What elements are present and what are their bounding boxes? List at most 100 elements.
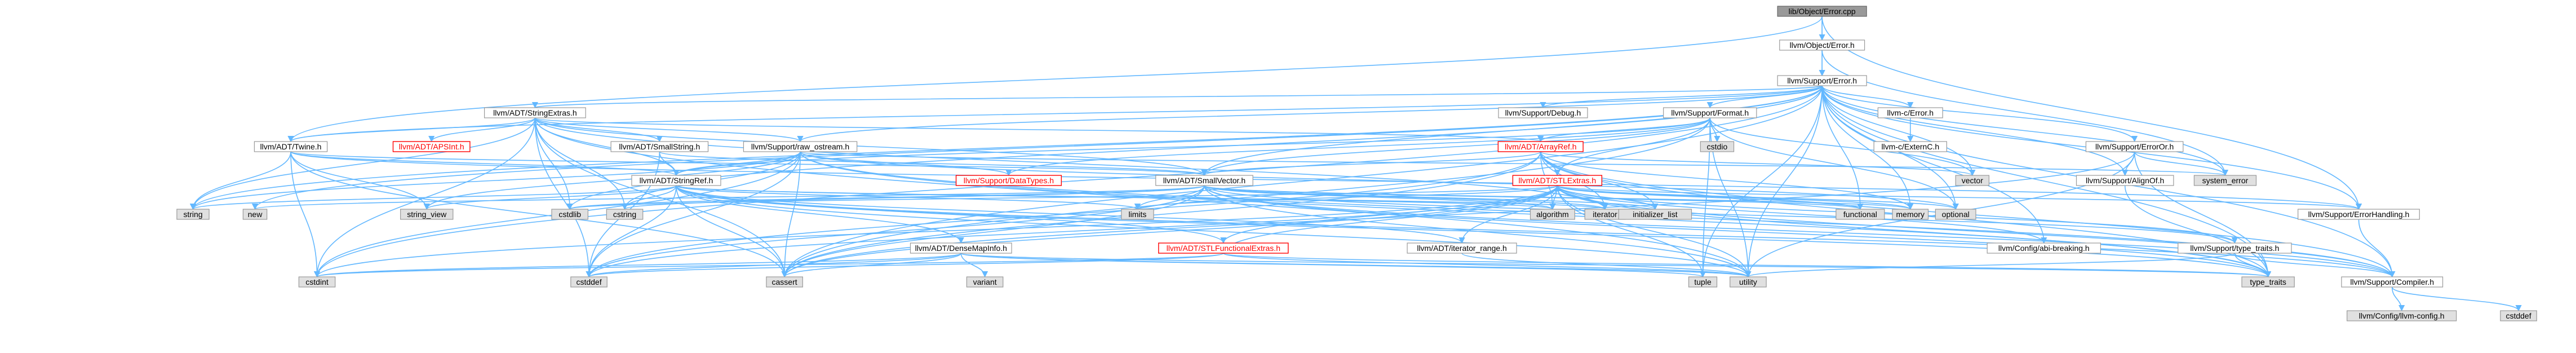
edge-stringref-to-cassert (676, 185, 788, 278)
graph-node-stlfunc[interactable]: llvm/ADT/STLFunctionalExtras.h (1158, 242, 1289, 254)
edge-twine-to-stringview (290, 151, 430, 210)
graph-node-functional[interactable]: functional (1835, 209, 1885, 220)
graph-node-typetraits[interactable]: type_traits (2241, 276, 2295, 288)
graph-node-debug[interactable]: llvm/Support/Debug.h (1498, 107, 1588, 118)
graph-node-limits[interactable]: limits (1121, 209, 1154, 220)
graph-node-stringref[interactable]: llvm/ADT/StringRef.h (631, 175, 721, 186)
graph-node-systemerror[interactable]: system_error (2193, 175, 2257, 186)
edge-superr-to-stringextras (532, 85, 1823, 109)
graph-node-erroror[interactable]: llvm/Support/ErrorOr.h (2085, 141, 2184, 152)
edge-format-to-stringref (673, 117, 1711, 177)
node-box (400, 209, 454, 220)
edge-format-to-smallvector (1201, 117, 1711, 177)
graph-node-new[interactable]: new (242, 209, 268, 220)
graph-node-cstdlib[interactable]: cstdlib (551, 209, 588, 220)
graph-node-optional[interactable]: optional (1935, 209, 1976, 220)
graph-node-arrayref[interactable]: llvm/ADT/ArrayRef.h (1497, 141, 1584, 152)
node-box (1688, 276, 1718, 288)
graph-node-memory[interactable]: memory (1892, 209, 1929, 220)
graph-node-format[interactable]: llvm/Support/Format.h (1663, 107, 1757, 118)
graph-node-datatypes[interactable]: llvm/Support/DataTypes.h (955, 175, 1062, 186)
node-label: memory (1896, 210, 1925, 219)
graph-node-iterrange[interactable]: llvm/ADT/iterator_range.h (1407, 242, 1517, 254)
graph-node-root[interactable]: lib/Object/Error.cpp (1777, 6, 1867, 17)
graph-node-cexternc[interactable]: llvm-c/ExternC.h (1873, 141, 1947, 152)
edge-stringref-to-utility (676, 185, 1752, 278)
node-label: cassert (772, 277, 797, 286)
edge-smallvector-to-cstddef (586, 185, 1205, 278)
edge-twine-to-cassert (290, 151, 788, 278)
node-label: llvm/Support/ErrorOr.h (2095, 142, 2174, 151)
graph-node-twine[interactable]: llvm/ADT/Twine.h (254, 141, 328, 152)
graph-node-cstdint[interactable]: cstdint (298, 276, 336, 288)
edge-densemapinfo-to-cstdint (314, 253, 962, 278)
graph-node-compiler[interactable]: llvm/Support/Compiler.h (2341, 276, 2444, 288)
node-box (1618, 209, 1692, 220)
edge-densemapinfo-to-cassert (781, 253, 962, 278)
node-box (1935, 209, 1976, 220)
node-label: llvm/Config/abi-breaking.h (1998, 244, 2090, 253)
edge-superr-to-erroror (1821, 85, 2138, 143)
node-box (298, 276, 336, 288)
graph-node-objerr[interactable]: llvm/Object/Error.h (1779, 39, 1865, 51)
node-box (1497, 141, 1584, 152)
edge-superr-to-rawostream (797, 85, 1823, 143)
graph-node-superr[interactable]: llvm/Support/Error.h (1777, 75, 1867, 86)
node-box (2241, 276, 2295, 288)
node-box (766, 276, 803, 288)
graph-node-typetraitsh[interactable]: llvm/Support/type_traits.h (2178, 242, 2292, 254)
graph-node-cstdio[interactable]: cstdio (1700, 141, 1735, 152)
graph-node-variant[interactable]: variant (966, 276, 1004, 288)
node-box (570, 276, 608, 288)
graph-node-cassert[interactable]: cassert (766, 276, 803, 288)
graph-node-initlist[interactable]: initializer_list (1618, 209, 1692, 220)
graph-node-cstddefc[interactable]: cstddef (2500, 310, 2537, 321)
node-label: llvm-c/ExternC.h (1881, 142, 1939, 151)
edge-twine-to-cstdint (290, 151, 321, 278)
edge-stlextras-to-cfgbreak (1557, 185, 2047, 244)
graph-node-cstring[interactable]: cstring (606, 209, 644, 220)
node-label: llvm/Support/AlignOf.h (2086, 176, 2164, 185)
graph-node-iterator[interactable]: iterator (1584, 209, 1626, 220)
node-label: llvm/Support/ErrorHandling.h (2308, 210, 2410, 219)
node-label: cstddef (2506, 311, 2531, 320)
node-label: llvm/ADT/iterator_range.h (1417, 244, 1507, 253)
node-label: llvm/ADT/STLFunctionalExtras.h (1167, 244, 1280, 253)
node-box (631, 175, 721, 186)
edge-stlextras-to-iterrange (1458, 185, 1558, 244)
node-label: optional (1942, 210, 1970, 219)
node-label: type_traits (2250, 277, 2286, 286)
edge-stlfunc-to-cstdint (314, 253, 1224, 278)
graph-node-rawostream[interactable]: llvm/Support/raw_ostream.h (743, 141, 858, 152)
node-box (1700, 141, 1735, 152)
edge-stringref-to-compiler (676, 185, 2395, 278)
node-label: string_view (407, 210, 447, 219)
node-box (1987, 242, 2101, 254)
edge-stringextras-to-smallstring (534, 117, 663, 143)
node-box (1777, 75, 1867, 86)
graph-node-cfgbreak[interactable]: llvm/Config/abi-breaking.h (1987, 242, 2101, 254)
edge-superr-to-cassert (781, 85, 1823, 278)
graph-node-stringview[interactable]: string_view (400, 209, 454, 220)
graph-node-utility[interactable]: utility (1730, 276, 1767, 288)
edge-stringextras-to-string (189, 117, 536, 210)
graph-node-algorithm[interactable]: algorithm (1529, 209, 1575, 220)
graph-node-apsint[interactable]: llvm/ADT/APSInt.h (392, 141, 471, 152)
node-box (2085, 141, 2184, 152)
graph-node-errhandling[interactable]: llvm/Support/ErrorHandling.h (2298, 209, 2420, 220)
graph-node-cfgllvm[interactable]: llvm/Config/llvm-config.h (2347, 310, 2457, 321)
graph-node-stlextras[interactable]: llvm/ADT/STLExtras.h (1512, 175, 1603, 186)
graph-node-smallvector[interactable]: llvm/ADT/SmallVector.h (1155, 175, 1253, 186)
edge-stringref-to-iterrange (676, 185, 1465, 244)
graph-node-alignof[interactable]: llvm/Support/AlignOf.h (2076, 175, 2174, 186)
graph-node-smallstring[interactable]: llvm/ADT/SmallString.h (610, 141, 709, 152)
graph-node-cerror[interactable]: llvm-c/Error.h (1877, 107, 1943, 118)
node-label: functional (1843, 210, 1877, 219)
graph-node-densemapinfo[interactable]: llvm/ADT/DenseMapInfo.h (910, 242, 1012, 254)
graph-node-stringextras[interactable]: llvm/ADT/StringExtras.h (484, 107, 586, 118)
graph-node-cstddef[interactable]: cstddef (570, 276, 608, 288)
graph-node-string[interactable]: string (176, 209, 210, 220)
graph-node-tuple[interactable]: tuple (1688, 276, 1718, 288)
graph-node-vector[interactable]: vector (1955, 175, 1990, 186)
edge-smallvector-to-limits (1134, 185, 1205, 210)
